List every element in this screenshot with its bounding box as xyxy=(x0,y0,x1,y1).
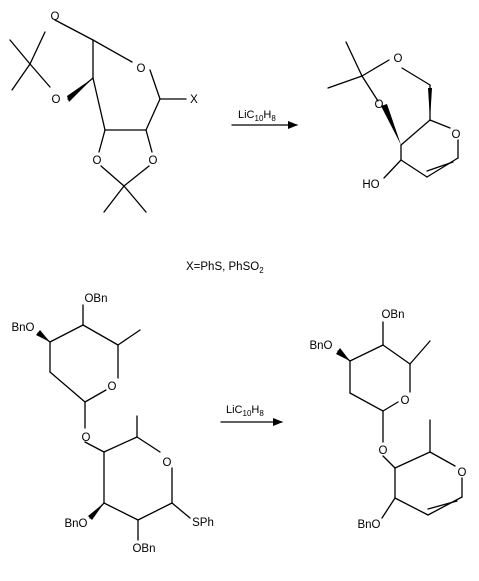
reactant-1-ring-oxygen: O xyxy=(137,63,146,75)
product-2-upper-ring-oxygen: O xyxy=(401,395,410,407)
reactant-1-structure xyxy=(9,19,187,213)
reaction-2-reagent: LiC10H8 xyxy=(226,404,264,418)
svg-text:LiC10H8: LiC10H8 xyxy=(226,404,264,418)
product-1-structure xyxy=(327,41,459,179)
reactant-2-structure xyxy=(36,304,191,541)
svg-text:X=PhS, PhSO2: X=PhS, PhSO2 xyxy=(186,261,264,275)
product-1-hydroxyl: HO xyxy=(362,179,379,191)
product-2-bno-lower: BnO xyxy=(357,519,380,531)
svg-text:LiC10H8: LiC10H8 xyxy=(238,109,276,123)
reactant-1-substituent-x: X xyxy=(190,94,198,106)
reactant-1-oxygen-2: O xyxy=(52,94,61,106)
product-2-bno-upper: BnO xyxy=(309,340,332,352)
reactant-2-thiophenyl: SPh xyxy=(192,517,214,529)
reactant-2-bno-upper: BnO xyxy=(11,322,34,334)
reactant-2-glycosidic-oxygen: O xyxy=(82,432,91,444)
substituent-note: X=PhS, PhSO2 xyxy=(186,261,264,275)
reactant-1-oxygen-1: O xyxy=(51,11,60,23)
reactant-2-upper-ring-oxygen: O xyxy=(108,381,117,393)
product-2-lower-ring-oxygen: O xyxy=(458,467,467,479)
product-1-ring-oxygen: O xyxy=(452,129,461,141)
reactant-2-lower-ring-oxygen: O xyxy=(163,457,172,469)
reaction-1-reagent: LiC10H8 xyxy=(238,109,276,123)
reactant-2-bno-lower: BnO xyxy=(64,518,87,530)
product-2-glycosidic-oxygen: O xyxy=(379,445,388,457)
product-2-structure xyxy=(336,321,463,519)
reactant-2-obn-upper: OBn xyxy=(84,293,107,305)
reactant-1-oxygen-4: O xyxy=(149,155,158,167)
product-2-obn-upper: OBn xyxy=(381,309,404,321)
product-1-oxygen-2: O xyxy=(375,99,384,111)
product-1-oxygen-1: O xyxy=(394,53,403,65)
reactant-2-obn-lower: OBn xyxy=(132,543,155,555)
reactant-1-oxygen-3: O xyxy=(93,155,102,167)
